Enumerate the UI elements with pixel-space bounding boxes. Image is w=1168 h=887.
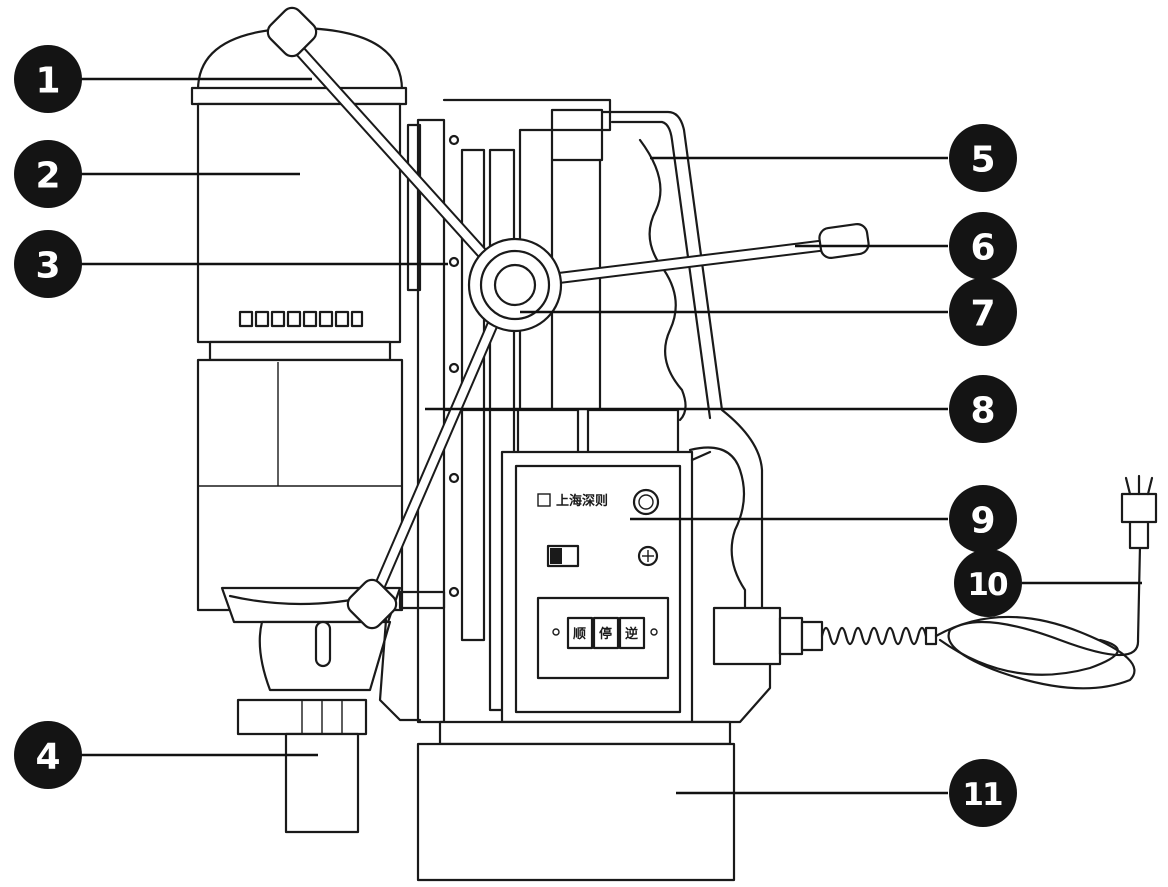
cable-gland-box xyxy=(712,606,782,666)
svg-text:6: 6 xyxy=(970,228,995,269)
stop-button xyxy=(592,616,620,650)
callout-1: 1 xyxy=(14,45,82,113)
callout-11: 11 xyxy=(949,759,1017,827)
control-box: 上海深则 顺 停 逆 xyxy=(500,450,694,724)
forward-button xyxy=(566,616,594,650)
svg-text:7: 7 xyxy=(970,294,995,335)
brand-text: 上海深则 xyxy=(556,493,608,509)
svg-text:11: 11 xyxy=(962,777,1002,813)
reverse-button-label: 逆 xyxy=(625,626,638,642)
callout-10: 10 xyxy=(954,549,1022,617)
handle-knob-top xyxy=(266,6,318,58)
svg-text:3: 3 xyxy=(35,246,60,287)
callout-4: 4 xyxy=(14,721,82,789)
cable-strain-relief xyxy=(778,616,804,656)
magnetic-base xyxy=(416,720,736,882)
svg-text:2: 2 xyxy=(35,156,60,197)
annular-cutter xyxy=(284,732,360,834)
motor-vent-slots xyxy=(238,310,364,328)
feed-handles xyxy=(266,6,870,630)
indicator-lamp xyxy=(632,488,660,516)
svg-text:9: 9 xyxy=(970,501,995,542)
svg-text:5: 5 xyxy=(970,140,995,181)
base-block xyxy=(416,742,736,882)
arbor-slot xyxy=(314,620,332,668)
handle-knob-right xyxy=(818,223,870,259)
handle-hub-center xyxy=(493,263,537,307)
column-screws xyxy=(448,134,460,598)
motor-collar xyxy=(208,340,392,362)
svg-text:1: 1 xyxy=(35,61,60,102)
column-rail-left xyxy=(416,118,446,724)
callout-9: 9 xyxy=(949,485,1017,553)
motor-cap-ring xyxy=(190,86,408,106)
motor-side-bracket xyxy=(406,123,422,292)
svg-text:4: 4 xyxy=(35,737,60,778)
slide-block-right xyxy=(586,408,680,458)
forward-button-label: 顺 xyxy=(573,627,586,642)
stop-button-label: 停 xyxy=(599,626,612,642)
callout-5: 5 xyxy=(949,124,1017,192)
svg-text:8: 8 xyxy=(970,391,995,432)
control-box-housing xyxy=(500,450,694,724)
reverse-button xyxy=(618,616,646,650)
slide-block-left xyxy=(516,408,580,458)
slide-column xyxy=(378,98,680,724)
direction-buttons: 顺 停 逆 xyxy=(566,616,646,650)
plug-head xyxy=(1120,492,1158,524)
spring-guard xyxy=(820,626,928,646)
callout-6: 6 xyxy=(949,212,1017,280)
power-cable xyxy=(820,474,1158,690)
gearbox-housing xyxy=(196,358,404,612)
callout-7: 7 xyxy=(949,278,1017,346)
switch-panel xyxy=(536,596,670,680)
plug-sleeve xyxy=(1128,518,1150,550)
handle-knob-bottom xyxy=(346,578,398,630)
brand-logo-icon xyxy=(537,493,551,507)
motor-housing xyxy=(196,102,402,344)
base-top-plate xyxy=(438,720,732,746)
svg-text:10: 10 xyxy=(967,567,1008,603)
internal-cable xyxy=(638,138,687,422)
callout-3: 3 xyxy=(14,230,82,298)
leader-lines xyxy=(80,77,1142,795)
callout-8: 8 xyxy=(949,375,1017,443)
callout-2: 2 xyxy=(14,140,82,208)
